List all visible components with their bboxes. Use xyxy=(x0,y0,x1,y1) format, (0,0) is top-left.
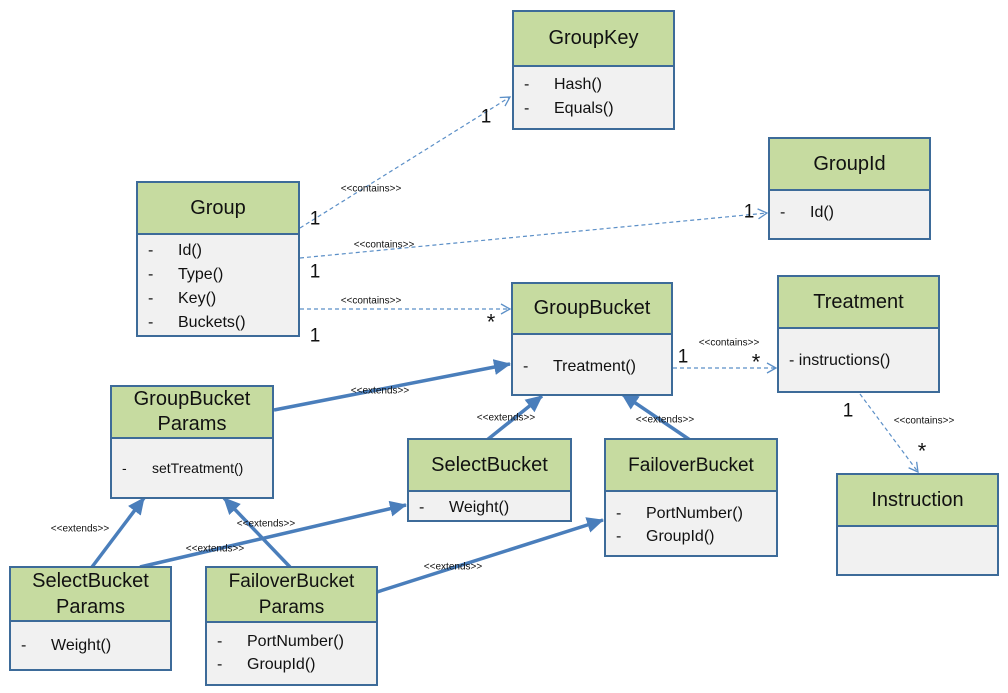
member-id: Id() xyxy=(178,242,202,259)
extends-fbparams-failoverbucket xyxy=(376,517,604,594)
class-name: GroupBucket xyxy=(513,284,671,335)
class-treatment: Treatment - instructions() xyxy=(777,275,940,393)
extends-label: <<extends>> xyxy=(476,412,536,424)
member-instructions: - instructions() xyxy=(789,352,891,369)
contains-label: <<contains>> xyxy=(353,239,415,251)
class-instruction: Instruction xyxy=(836,473,999,576)
class-name: SelectBucket Params xyxy=(11,568,170,622)
class-name: GroupId xyxy=(770,139,929,191)
extends-label: <<extends>> xyxy=(350,385,410,397)
class-name: FailoverBucket xyxy=(606,440,776,492)
extends-label: <<extends>> xyxy=(236,518,296,530)
multiplicity-one: 1 xyxy=(309,325,321,347)
member-groupid: GroupId() xyxy=(646,528,715,545)
extends-label: <<extends>> xyxy=(635,414,695,426)
extends-label: <<extends>> xyxy=(423,561,483,573)
contains-label: <<contains>> xyxy=(340,183,402,195)
member-key: Key() xyxy=(178,290,217,307)
class-selectbucketparams: SelectBucket Params -Weight() xyxy=(9,566,172,671)
multiplicity-one: 1 xyxy=(480,106,492,128)
class-failoverbucketparams: FailoverBucket Params -PortNumber() -Gro… xyxy=(205,566,378,686)
extends-label: <<extends>> xyxy=(185,543,245,555)
multiplicity-one: 1 xyxy=(677,346,689,368)
class-name: Group xyxy=(138,183,298,235)
class-group: Group -Id() -Type() -Key() -Buckets() xyxy=(136,181,300,337)
extends-fbparams-gbparams xyxy=(222,496,292,569)
member-treatment: Treatment() xyxy=(553,358,636,375)
multiplicity-many: * xyxy=(751,349,761,375)
contains-label: <<contains>> xyxy=(340,295,402,307)
member-portnumber: PortNumber() xyxy=(247,633,344,650)
class-failoverbucket: FailoverBucket -PortNumber() -GroupId() xyxy=(604,438,778,557)
member-id: Id() xyxy=(810,204,834,221)
member-buckets: Buckets() xyxy=(178,314,246,331)
contains-treatment-instruction xyxy=(859,393,919,474)
extends-sbparams-selectbucket xyxy=(139,500,407,569)
member-groupid: GroupId() xyxy=(247,656,316,673)
class-name: Instruction xyxy=(838,475,997,527)
class-name: GroupKey xyxy=(514,12,673,67)
member-hash: Hash() xyxy=(554,76,603,93)
multiplicity-one: 1 xyxy=(743,201,755,223)
contains-label: <<contains>> xyxy=(698,337,760,349)
class-selectbucket: SelectBucket -Weight() xyxy=(407,438,572,522)
member-weight: Weight() xyxy=(449,499,510,516)
multiplicity-one: 1 xyxy=(309,208,321,230)
member-settreatment: setTreatment() xyxy=(152,460,244,476)
class-groupbucket: GroupBucket -Treatment() xyxy=(511,282,673,396)
member-portnumber: PortNumber() xyxy=(646,505,743,522)
member-type: Type() xyxy=(178,266,224,283)
extends-label: <<extends>> xyxy=(50,523,110,535)
class-groupkey: GroupKey -Hash() -Equals() xyxy=(512,10,675,130)
class-name: Treatment xyxy=(779,277,938,329)
multiplicity-many: * xyxy=(486,309,496,335)
multiplicity-many: * xyxy=(917,438,927,464)
class-name: SelectBucket xyxy=(409,440,570,492)
class-groupid: GroupId -Id() xyxy=(768,137,931,240)
contains-label: <<contains>> xyxy=(893,415,955,427)
multiplicity-one: 1 xyxy=(309,261,321,283)
contains-group-groupid xyxy=(299,208,769,259)
member-equals: Equals() xyxy=(554,100,614,117)
member-weight: Weight() xyxy=(51,637,112,654)
class-groupbucketparams: GroupBucket Params -setTreatment() xyxy=(110,385,274,499)
multiplicity-one: 1 xyxy=(842,400,854,422)
class-name: GroupBucket Params xyxy=(112,387,272,439)
contains-group-groupkey xyxy=(299,96,512,229)
class-name: FailoverBucket Params xyxy=(207,568,376,623)
